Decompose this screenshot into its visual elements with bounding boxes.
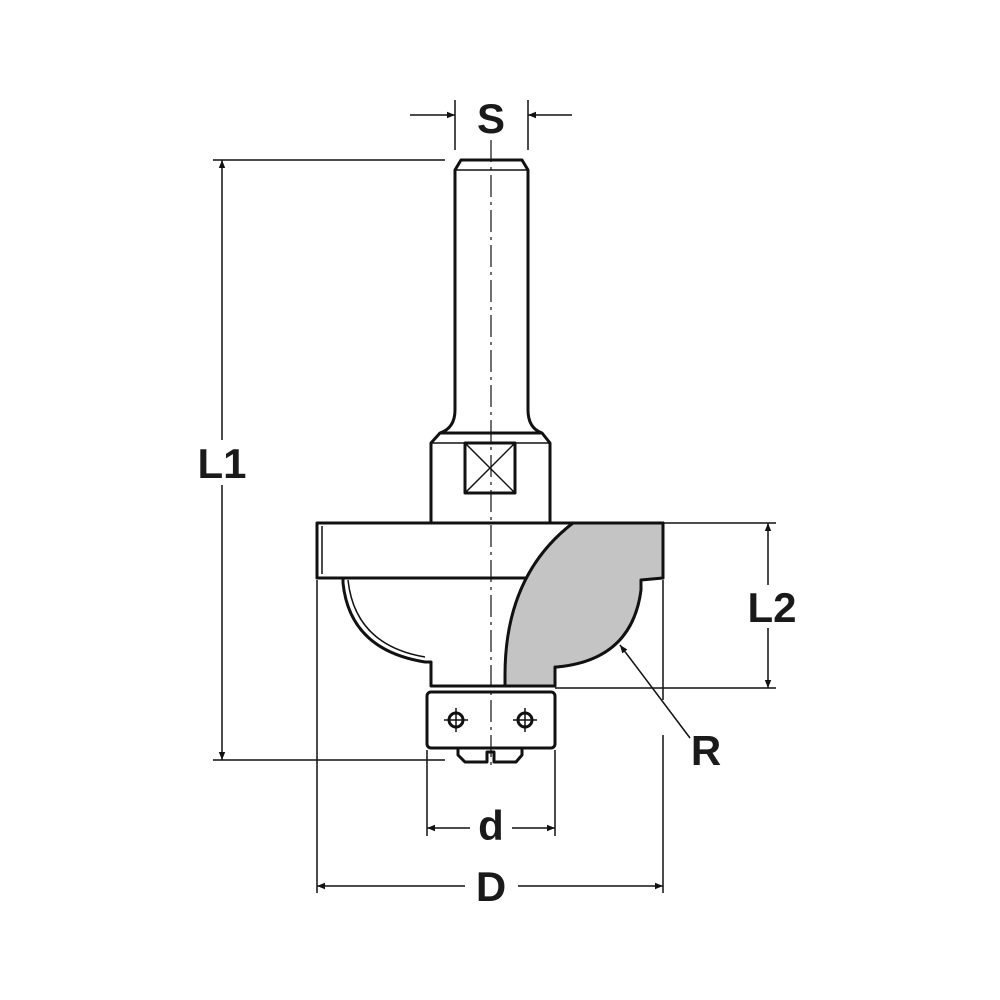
- dimension-l1: L1: [197, 159, 445, 761]
- label-l2: L2: [747, 584, 796, 631]
- dimension-r: R: [619, 644, 721, 774]
- screw-hole-left: [444, 708, 468, 732]
- dimension-l2: L2: [555, 522, 797, 689]
- label-l1: L1: [197, 440, 246, 487]
- shank: [453, 158, 530, 410]
- dimension-d-large: D: [316, 580, 664, 910]
- dimension-d-small: d: [426, 750, 556, 849]
- cutting-edge: [503, 521, 665, 688]
- cutter-lower-profile: [341, 578, 505, 688]
- label-r: R: [691, 727, 721, 774]
- label-s: S: [477, 95, 505, 142]
- dimension-s: S: [410, 95, 572, 150]
- label-D: D: [476, 863, 506, 910]
- screw-hole-right: [513, 708, 537, 732]
- label-d: d: [478, 802, 504, 849]
- bearing: [425, 690, 557, 750]
- bearing-screw-head: [456, 748, 524, 764]
- shank-neck: [438, 409, 544, 435]
- wrench-flat: [463, 441, 517, 495]
